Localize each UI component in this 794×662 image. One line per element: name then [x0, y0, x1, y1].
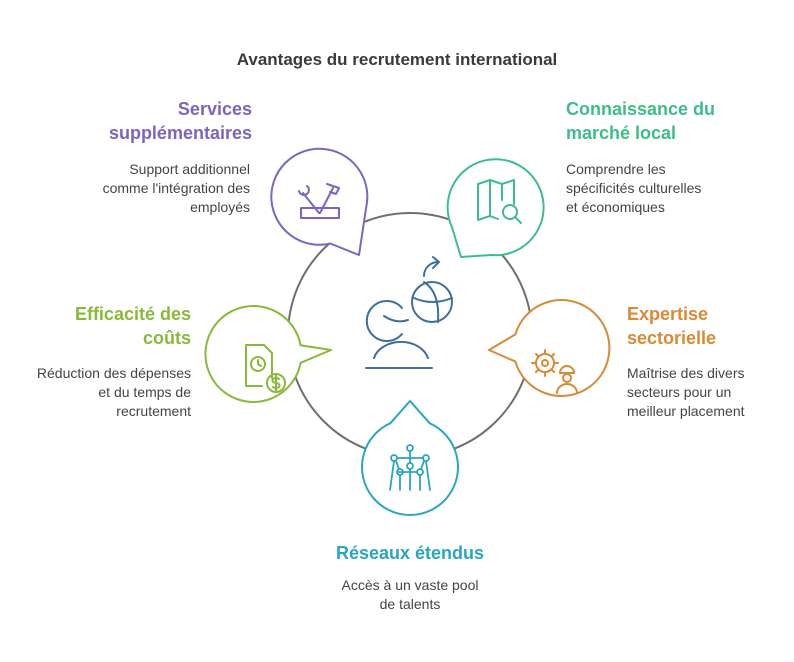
heading-line: coûts — [142, 328, 191, 348]
clock-dollar-icon — [245, 344, 286, 393]
heading-connaissance-marche: Connaissance du marché local — [566, 97, 786, 145]
heading-line: Expertise — [627, 304, 709, 324]
heading-line: sectorielle — [627, 328, 717, 348]
desc-line: Accès à un vaste pool — [341, 577, 479, 593]
pin-efficacite-couts — [204, 305, 332, 403]
desc-services-supplementaires: Support additionnel comme l'intégration … — [40, 160, 250, 217]
desc-expertise-sectorielle: Maîtrise des divers secteurs pour un mei… — [627, 364, 792, 421]
heading-line: marché local — [566, 123, 677, 143]
desc-connaissance-marche: Comprendre les spécificités culturelles … — [566, 160, 786, 217]
desc-line: et économiques — [566, 199, 665, 215]
desc-line: Comprendre les — [566, 161, 666, 177]
gear-worker-icon — [531, 349, 578, 394]
network-icon — [389, 444, 431, 491]
desc-line: comme l'intégration des — [102, 180, 250, 196]
pin-services-supplementaires — [270, 147, 369, 256]
heading-line: Services — [177, 99, 252, 119]
desc-line: secteurs pour un — [627, 384, 732, 400]
desc-line: Réduction des dépenses — [36, 365, 191, 381]
tools-icon — [298, 183, 340, 219]
heading-reseaux-etendus: Réseaux étendus — [260, 541, 560, 565]
heading-efficacite-couts: Efficacité des coûts — [20, 302, 191, 350]
desc-reseaux-etendus: Accès à un vaste pool de talents — [300, 576, 520, 614]
desc-line: Support additionnel — [129, 161, 250, 177]
global-recruitment-icon — [365, 256, 453, 369]
pin-connaissance-marche — [446, 158, 545, 258]
pin-expertise-sectorielle — [488, 299, 611, 397]
heading-line: Efficacité des — [74, 304, 191, 324]
heading-line: supplémentaires — [108, 123, 252, 143]
desc-line: meilleur placement — [627, 403, 745, 419]
desc-line: de talents — [379, 596, 441, 612]
pin-reseaux-etendus — [361, 400, 459, 517]
heading-line: Réseaux étendus — [335, 543, 485, 563]
desc-line: et du temps de — [98, 384, 191, 400]
heading-services-supplementaires: Services supplémentaires — [60, 97, 252, 145]
heading-expertise-sectorielle: Expertise sectorielle — [627, 302, 787, 350]
heading-line: Connaissance du — [566, 99, 716, 119]
map-search-icon — [477, 179, 522, 224]
desc-line: spécificités culturelles — [566, 180, 702, 196]
desc-line: recrutement — [116, 403, 191, 419]
desc-efficacite-couts: Réduction des dépenses et du temps de re… — [10, 364, 191, 421]
desc-line: Maîtrise des divers — [627, 365, 745, 381]
diagram-title: Avantages du recrutement international — [236, 50, 558, 69]
desc-line: employés — [190, 199, 250, 215]
